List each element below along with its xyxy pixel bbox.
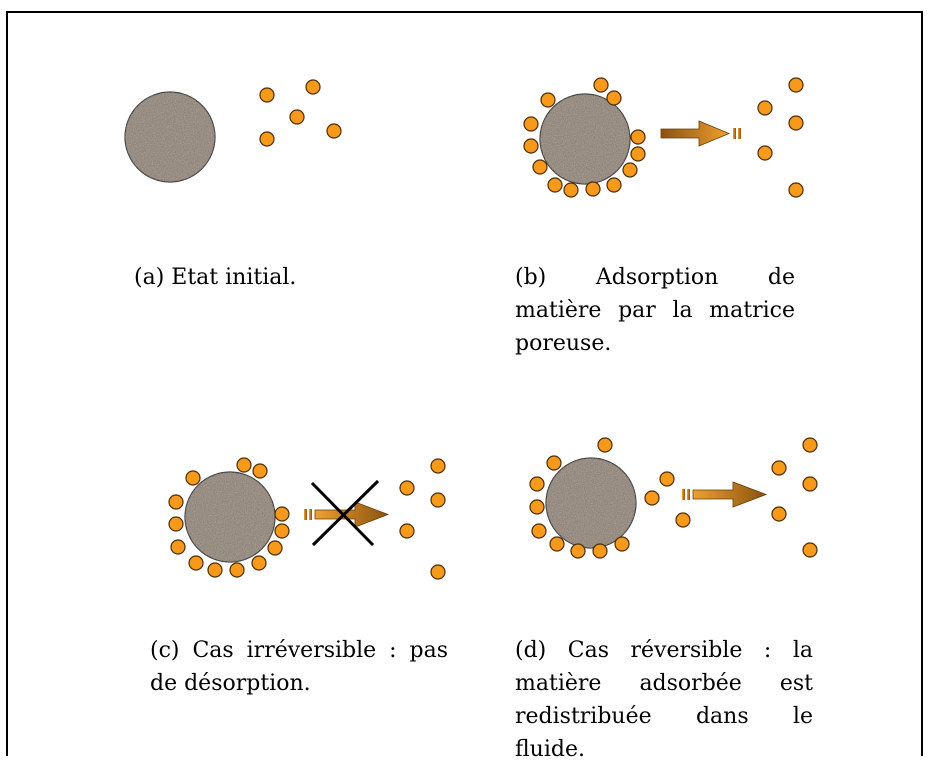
caption-c: (c) Cas irréversible : pas de désorption… [150,638,448,696]
fluid-particles [399,458,446,580]
porous-matrix [545,457,637,549]
fluid-particles [259,79,342,147]
caption-a: (a) Etat initial. [134,265,297,290]
porous-matrix [539,93,631,185]
porous-matrix [184,471,276,563]
blocked-arrow [304,501,390,528]
panel-c [168,457,446,580]
arrow-toward-matrix [660,120,741,147]
panel-a [124,79,342,183]
caption-d: (d) Cas réversible : la matière adsorbée… [515,638,813,762]
panel-d [529,437,818,559]
figure-frame [6,11,923,756]
caption-b: (b) Adsorption de matière par la matrice… [515,265,795,356]
porous-matrix [124,91,216,183]
panel-b [523,77,804,198]
cross-mark [310,479,380,547]
arrow-away-from-matrix [682,481,768,508]
adsorption-diagram [124,77,818,580]
fluid-particles [771,437,818,558]
fluid-particles [757,77,804,198]
